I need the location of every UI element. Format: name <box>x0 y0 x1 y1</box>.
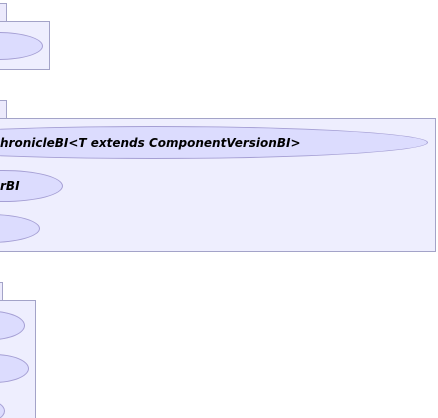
middle-usecase-1: hronicleBI<T extends ComponentVersionBI> <box>0 126 428 159</box>
bottom-usecase-1 <box>0 311 25 340</box>
bottom-usecase-3 <box>0 399 5 418</box>
middle-usecase-2-label: rBI <box>0 179 20 193</box>
middle-usecase-2: rBI <box>0 170 63 202</box>
top-usecase-1 <box>0 32 43 60</box>
middle-package-tab <box>0 100 7 119</box>
middle-usecase-3 <box>0 214 40 243</box>
bottom-package <box>0 300 36 418</box>
bottom-usecase-2 <box>0 354 29 383</box>
top-package-tab <box>0 3 7 22</box>
bottom-package-tab <box>0 282 3 301</box>
middle-usecase-1-label: hronicleBI<T extends ComponentVersionBI> <box>0 136 301 150</box>
top-package <box>0 21 50 70</box>
middle-package: hronicleBI<T extends ComponentVersionBI>… <box>0 118 436 252</box>
